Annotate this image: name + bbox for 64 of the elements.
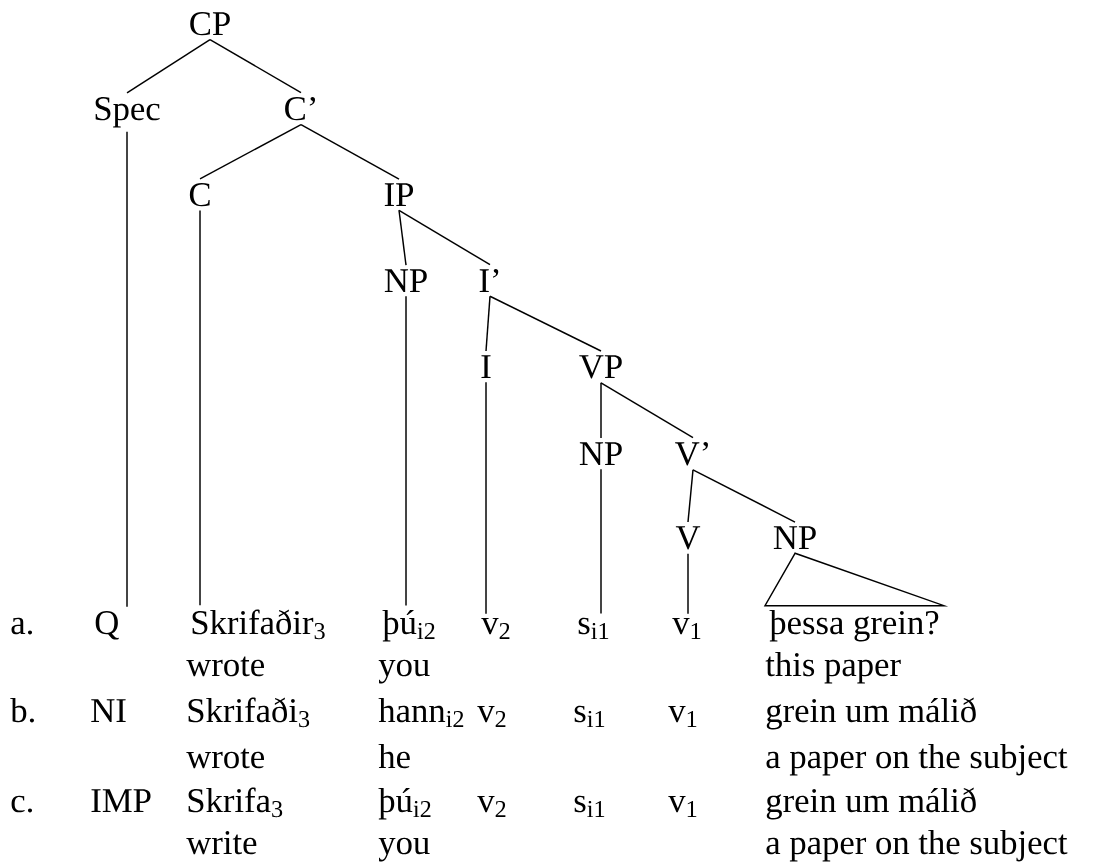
tree-branch (600, 468, 602, 615)
example-letter: c. (11, 795, 33, 813)
word-label: þessa grein? (769, 609, 939, 642)
tree-branch (692, 469, 796, 523)
tree-branch (398, 209, 491, 266)
tree-branch (600, 382, 602, 439)
tree-branch (687, 553, 689, 615)
category-label: NP (579, 442, 622, 465)
tree-branch (489, 295, 602, 352)
word-label: grein um málið (766, 787, 976, 820)
word-label: hann$_{i2}$ (378, 697, 464, 727)
word-label: v$_{1}$ (672, 618, 701, 639)
example-letter: b. (10, 697, 34, 723)
tree-branch (485, 381, 487, 615)
gloss-text: wrote (186, 656, 264, 677)
word-label: þú$_{i2}$ (382, 609, 435, 642)
word-label: grein um málið (766, 697, 976, 730)
category-label: Spec (95, 97, 160, 128)
word-label: v$_{1}$ (668, 796, 697, 817)
gloss-text: you (378, 837, 430, 862)
word-label: s$_{i1}$ (574, 795, 605, 817)
word-label: IMP (91, 789, 151, 812)
tree-branch (398, 209, 407, 266)
gloss-text: you (378, 659, 430, 684)
tree-branch (126, 130, 128, 608)
word-label: Skrifa$_{3}$ (188, 787, 283, 818)
tree-branch (126, 38, 211, 94)
category-label: C (189, 183, 210, 207)
word-label: Q (95, 611, 119, 640)
word-label: Skrifaði$_{3}$ (188, 697, 310, 728)
tree-branch (405, 295, 407, 607)
gloss-text: write (186, 831, 257, 855)
tree-branch (485, 295, 491, 352)
category-label: I’ (479, 268, 499, 292)
word-label: NI (91, 699, 126, 722)
category-label: V (675, 526, 701, 550)
category-label: C’ (285, 96, 315, 121)
word-label: v$_{2}$ (477, 796, 506, 817)
category-label: NP (384, 269, 427, 292)
word-label: v$_{1}$ (668, 706, 697, 727)
word-label: þú$_{i2}$ (378, 787, 431, 820)
category-label: CP (190, 12, 230, 36)
example-letter: a. (11, 617, 33, 635)
word-label: s$_{i1}$ (578, 617, 609, 639)
category-label: VP (579, 355, 622, 379)
word-label: Skrifaðir$_{3}$ (192, 609, 325, 640)
word-label: v$_{2}$ (477, 706, 506, 727)
category-label: IP (384, 183, 414, 206)
gloss-text: he (378, 743, 410, 769)
category-label: NP (773, 526, 816, 549)
category-label: V’ (675, 441, 708, 466)
gloss-text: wrote (186, 748, 264, 769)
word-label: v$_{2}$ (481, 618, 510, 639)
tree-branch (687, 469, 694, 523)
gloss-text: a paper on the subject (766, 743, 1068, 776)
tree-branch (600, 382, 694, 439)
word-label: s$_{i1}$ (574, 705, 605, 727)
gloss-text: a paper on the subject (766, 829, 1068, 862)
tree-branch (209, 38, 302, 94)
gloss-text: this paper (765, 651, 901, 684)
tree-branch (199, 123, 302, 180)
category-label: I (481, 355, 491, 378)
tree-branch (199, 209, 201, 607)
tree-branch (300, 123, 400, 180)
